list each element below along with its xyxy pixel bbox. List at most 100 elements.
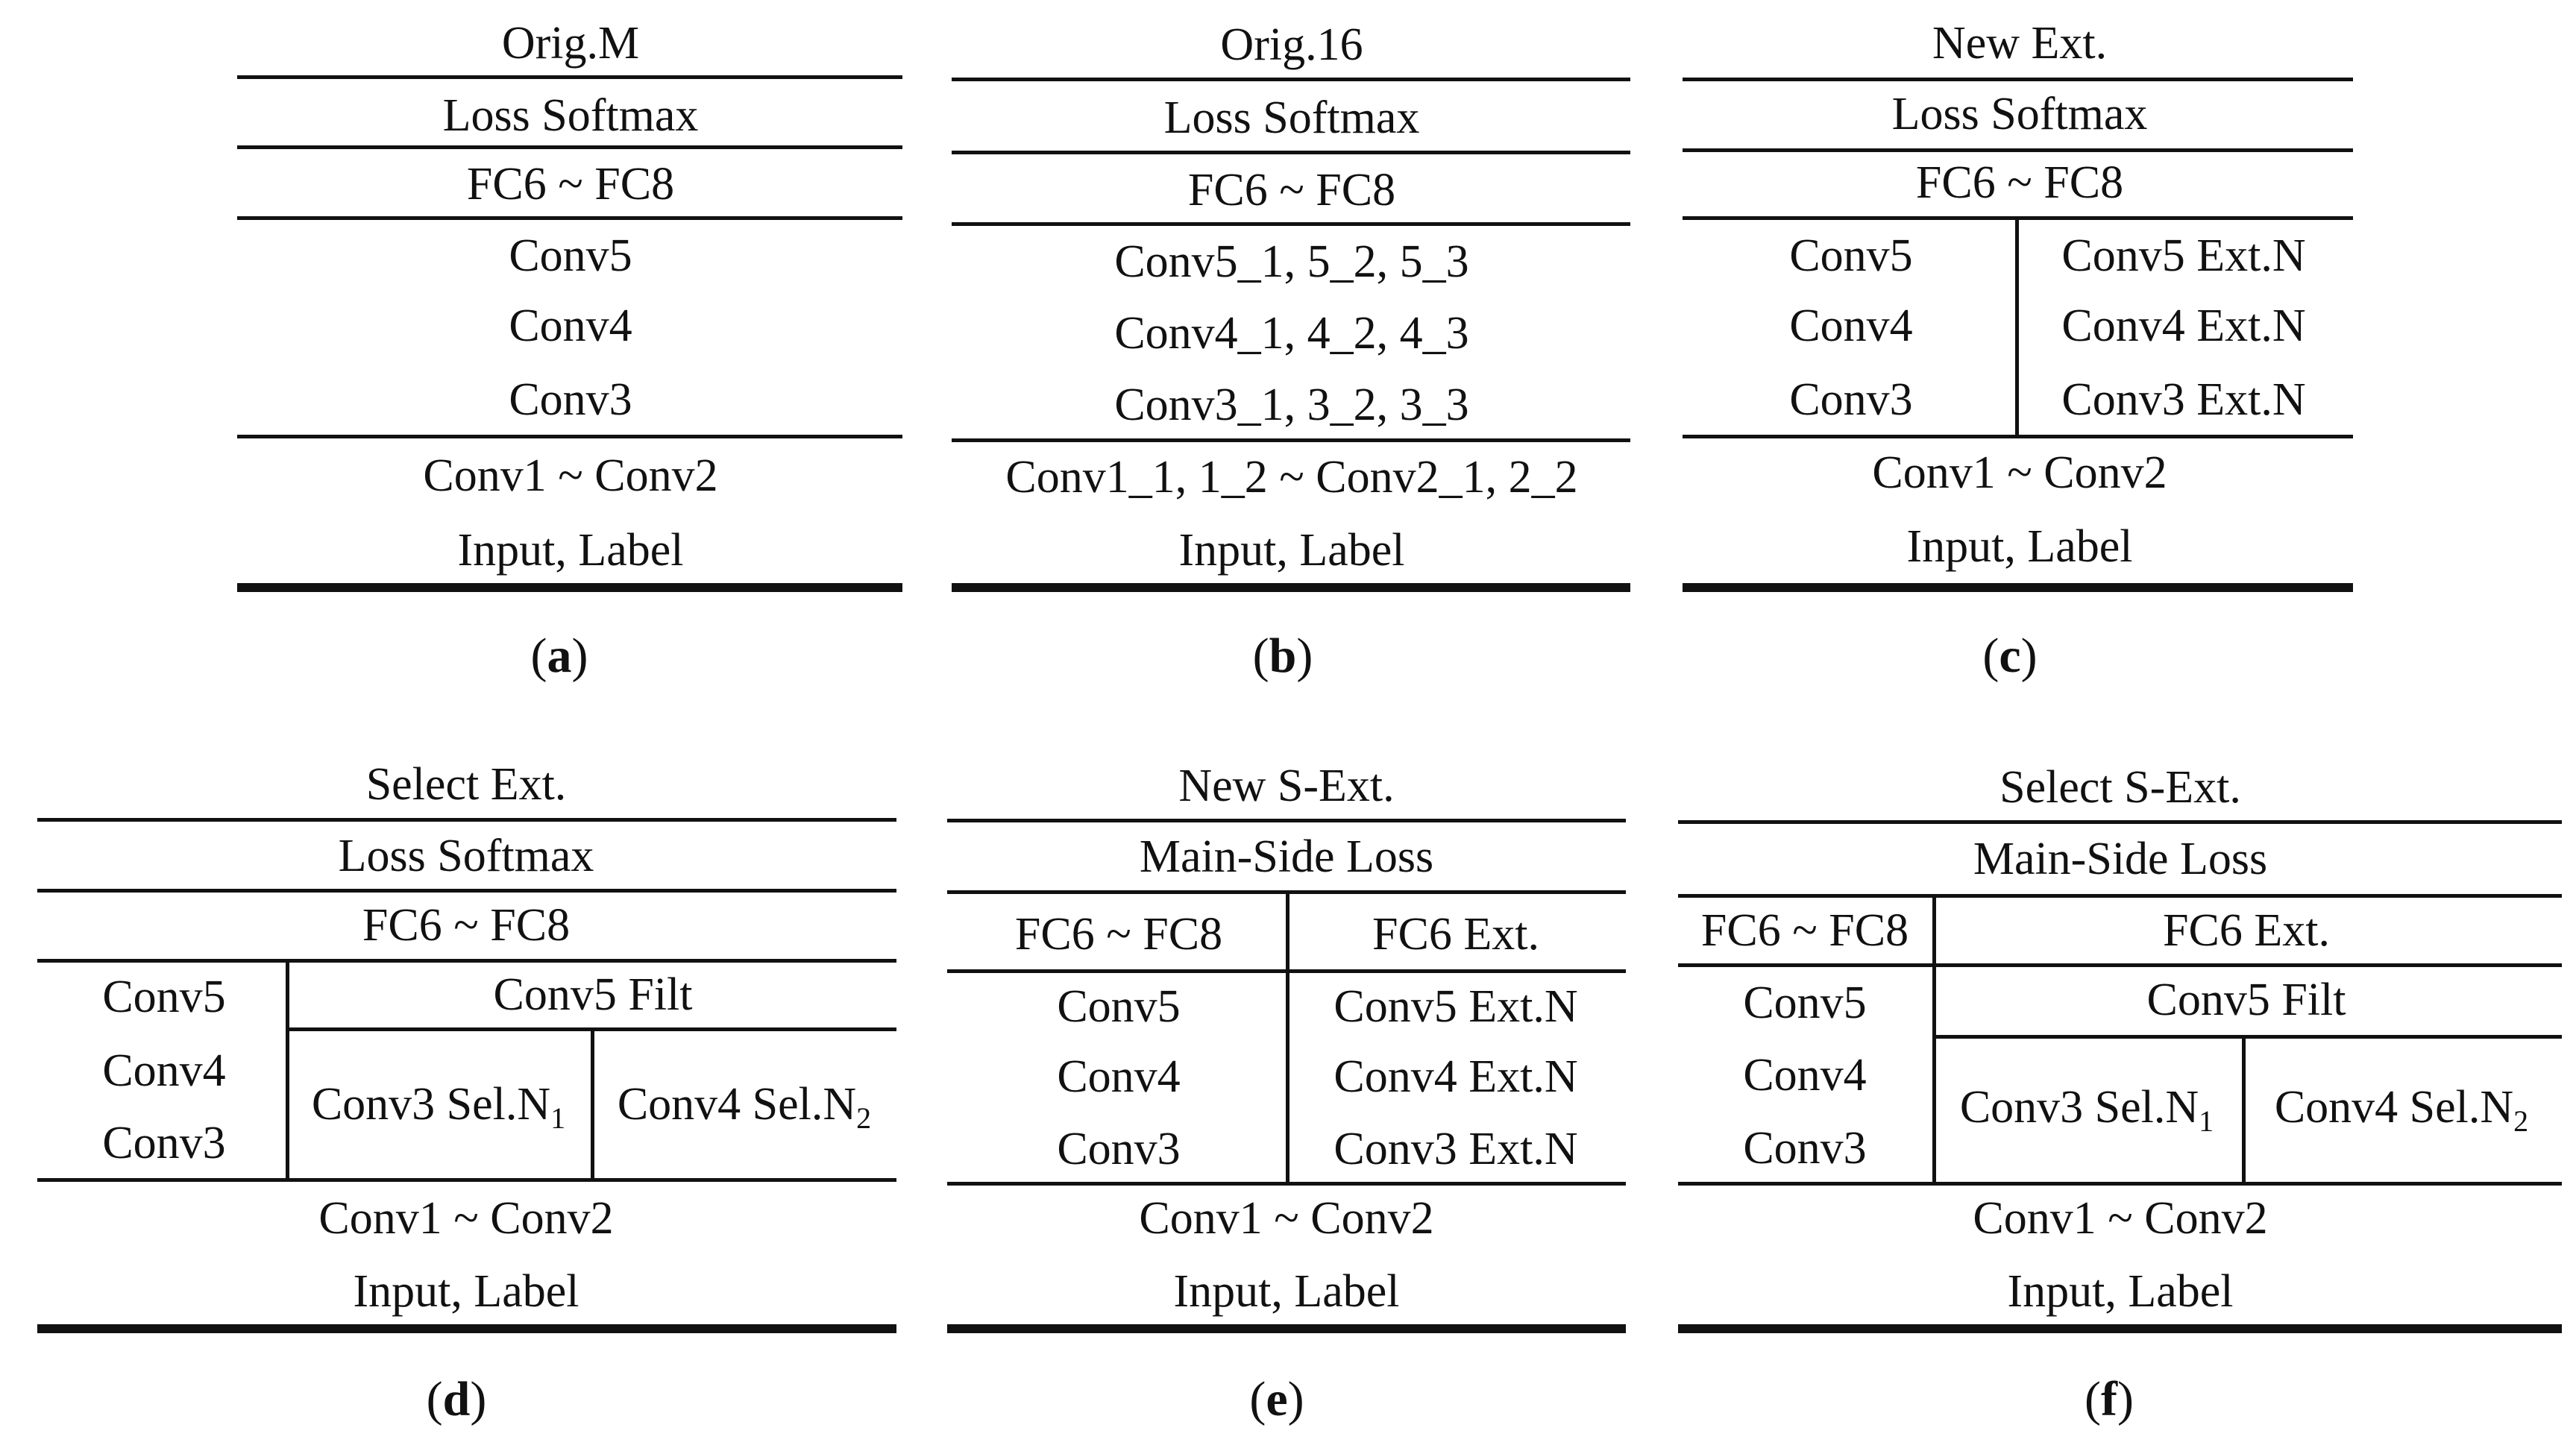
panel-b-input: Input, Label [1178,525,1405,576]
divider [237,435,902,438]
divider [952,78,1630,81]
panel-c-conv3-ext: Conv3 Ext.N [2061,374,2306,425]
column-divider [591,1027,594,1180]
panel-a-conv12: Conv1 ~ Conv2 [423,450,718,501]
panel-d-conv3: Conv3 [102,1118,226,1168]
panel-e-conv12: Conv1 ~ Conv2 [1139,1193,1434,1244]
column-divider [286,959,289,1180]
panel-c-conv4: Conv4 [1789,300,1913,351]
panel-e-conv5: Conv5 [1057,981,1181,1032]
bottom-rule [237,583,902,592]
panel-d-conv5-filt: Conv5 Filt [493,969,693,1020]
panel-f-conv4: Conv4 [1743,1050,1867,1101]
column-divider [1286,890,1289,1183]
bottom-rule [1683,583,2353,592]
divider [947,969,1626,973]
panel-f-conv5: Conv5 [1743,978,1867,1028]
panel-f-conv3-sel: Conv3 Sel.N1 [1959,1082,2214,1138]
divider [952,222,1630,226]
panel-b-conv4: Conv4_1, 4_2, 4_3 [1114,308,1469,359]
panel-b-title: Orig.16 [1220,19,1363,70]
divider [952,151,1630,154]
panel-d-conv5: Conv5 [102,972,226,1022]
panel-e-conv5-ext: Conv5 Ext.N [1333,981,1578,1032]
panel-a-loss: Loss Softmax [442,90,699,141]
panel-a-conv3: Conv3 [509,374,632,425]
panel-e-title: New S-Ext. [1178,761,1395,811]
panel-c-title: New Ext. [1932,18,2108,69]
column-divider [2015,216,2019,437]
panel-e-conv4-ext: Conv4 Ext.N [1333,1051,1578,1102]
panel-f-conv3: Conv3 [1743,1123,1867,1174]
divider [1934,1035,2562,1039]
panel-f-input: Input, Label [2007,1266,2234,1317]
panel-c-conv4-ext: Conv4 Ext.N [2061,300,2306,351]
divider [1678,820,2562,824]
panel-c-conv5-ext: Conv5 Ext.N [2061,230,2306,281]
panel-e-fc: FC6 ~ FC8 [1014,909,1223,960]
panel-a-conv5: Conv5 [509,230,632,281]
panel-f-title: Select S-Ext. [1999,762,2241,813]
panel-f-conv12: Conv1 ~ Conv2 [1973,1193,2268,1244]
panel-e-fc-ext: FC6 Ext. [1372,909,1539,960]
panel-e-conv3: Conv3 [1057,1124,1181,1174]
panel-c-conv3: Conv3 [1789,374,1913,425]
divider [37,1178,896,1182]
column-divider [2242,1035,2246,1183]
panel-f-fc-ext: FC6 Ext. [2163,905,2330,956]
panel-d-conv3-sel: Conv3 Sel.N1 [311,1079,566,1135]
panel-e-input: Input, Label [1173,1266,1400,1317]
divider [1683,148,2353,152]
panel-c-conv5: Conv5 [1789,230,1913,281]
panel-c-caption: (c) [1982,629,2038,683]
divider [947,1182,1626,1186]
panel-a-input: Input, Label [457,525,684,576]
divider [37,818,896,822]
panel-b-loss: Loss Softmax [1163,92,1420,143]
panel-e-conv4: Conv4 [1057,1051,1181,1102]
bottom-rule [37,1324,896,1333]
divider [1678,1182,2562,1186]
panel-d-title: Select Ext. [365,759,567,810]
divider [1678,894,2562,898]
panel-d-input: Input, Label [353,1266,579,1317]
divider [237,216,902,220]
panel-b-fc: FC6 ~ FC8 [1187,165,1396,215]
panel-d-conv4-sel: Conv4 Sel.N2 [617,1079,872,1135]
panel-b-conv5: Conv5_1, 5_2, 5_3 [1114,236,1469,287]
divider [1683,78,2353,81]
panel-f-conv4-sel: Conv4 Sel.N2 [2274,1082,2529,1138]
bottom-rule [947,1324,1626,1333]
panel-f-loss: Main-Side Loss [1973,834,2268,884]
panel-c-input: Input, Label [1906,521,2133,572]
panel-d-loss: Loss Softmax [338,831,594,881]
divider [37,889,896,893]
panel-a-title: Orig.M [501,18,640,69]
panel-f-caption: (f) [2085,1372,2134,1426]
bottom-rule [1678,1324,2562,1333]
divider [237,145,902,149]
panel-e-loss: Main-Side Loss [1139,831,1434,882]
panel-a-fc: FC6 ~ FC8 [466,159,675,210]
bottom-rule [952,583,1630,592]
divider [952,438,1630,442]
panel-d-conv4: Conv4 [102,1045,226,1096]
panel-b-caption: (b) [1252,629,1313,683]
panel-d-fc: FC6 ~ FC8 [362,900,571,951]
panel-c-loss: Loss Softmax [1891,89,2148,139]
panel-d-caption: (d) [426,1372,487,1426]
panel-e-conv3-ext: Conv3 Ext.N [1333,1124,1578,1174]
panel-e-caption: (e) [1249,1372,1304,1426]
panel-b-conv12: Conv1_1, 1_2 ~ Conv2_1, 2_2 [1005,452,1578,503]
panel-c-fc: FC6 ~ FC8 [1915,157,2124,208]
divider [1678,963,2562,967]
panel-c-conv12: Conv1 ~ Conv2 [1872,447,2167,498]
panel-d-conv12: Conv1 ~ Conv2 [318,1193,614,1244]
panel-a-conv4: Conv4 [509,300,632,351]
panel-a-caption: (a) [530,629,588,683]
divider [37,959,896,963]
panel-b-conv3: Conv3_1, 3_2, 3_3 [1114,380,1469,430]
divider [1683,435,2353,438]
divider [237,75,902,79]
divider [947,819,1626,822]
